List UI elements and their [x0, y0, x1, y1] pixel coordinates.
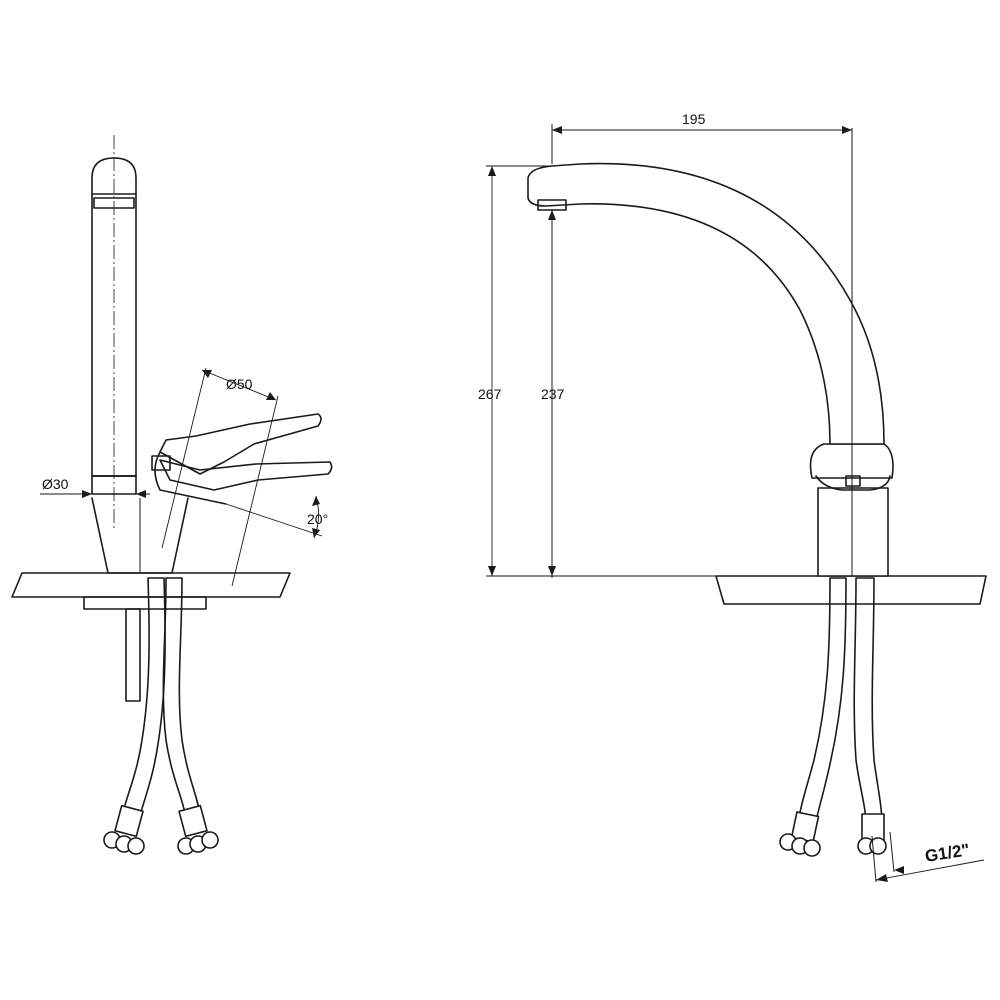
dim-height-total: 267 — [478, 165, 716, 577]
height-spout-label: 237 — [541, 386, 565, 402]
hoses-right — [779, 577, 887, 857]
countertop-left — [11, 572, 291, 598]
hose-fitting-left-1 — [103, 804, 145, 855]
curved-spout — [527, 162, 885, 445]
dim-dia-body: Ø30 — [40, 476, 150, 498]
hoses-left — [103, 577, 219, 855]
body-base — [91, 497, 189, 574]
width-label: 195 — [682, 111, 706, 127]
spout-column — [91, 135, 137, 530]
lever-handle — [151, 413, 333, 505]
side-view: Ø50 Ø30 20° — [11, 135, 333, 855]
dim-thread: G1/2" — [871, 831, 985, 883]
thread-label: G1/2" — [924, 840, 971, 866]
hose-fitting-right-2 — [857, 813, 887, 855]
countertop-right — [715, 575, 987, 605]
faucet-body — [809, 443, 894, 577]
dim-handle-angle: 20° — [225, 495, 328, 539]
dim-dia-handle: Ø50 — [161, 367, 279, 587]
front-view: 195 267 237 — [478, 111, 987, 883]
threaded-stud — [125, 608, 141, 702]
dim-width: 195 — [551, 111, 852, 164]
angle-label: 20° — [307, 511, 328, 527]
dia-body-label: Ø30 — [42, 476, 69, 492]
dia-handle-label: Ø50 — [226, 376, 253, 392]
hose-fitting-right-1 — [779, 811, 821, 857]
height-total-label: 267 — [478, 386, 502, 402]
hose-fitting-left-2 — [177, 804, 219, 855]
dim-height-spout: 237 — [541, 210, 565, 576]
mounting-plate — [83, 596, 207, 610]
